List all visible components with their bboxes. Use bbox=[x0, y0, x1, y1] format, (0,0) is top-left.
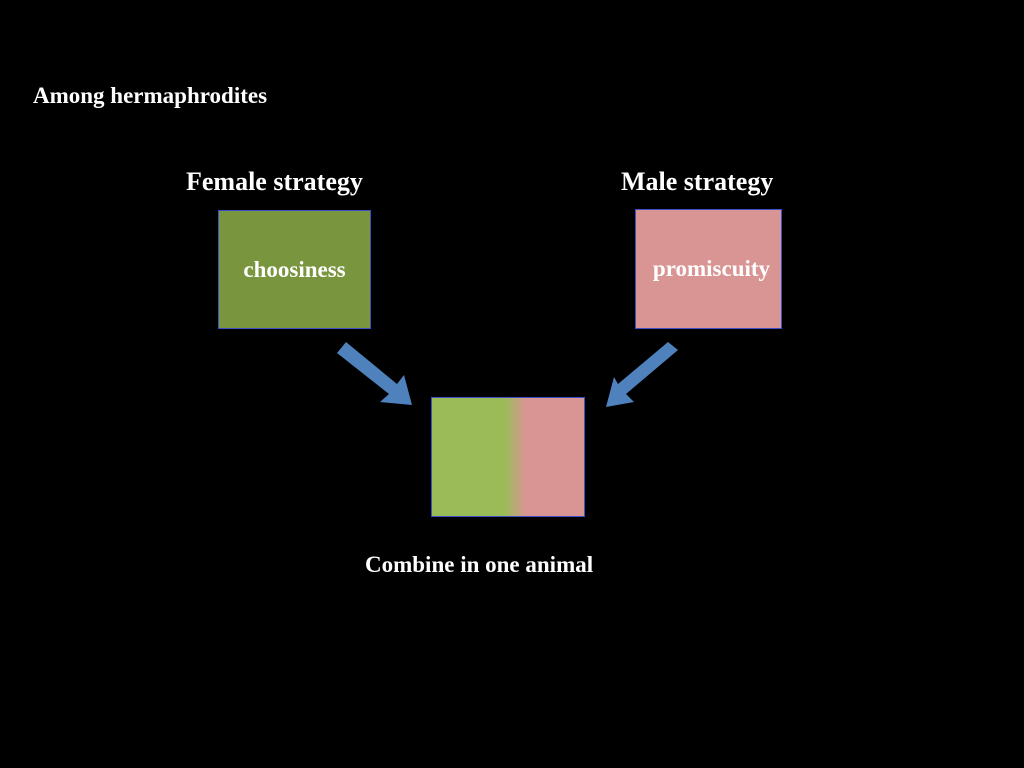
female-strategy-title: Female strategy bbox=[186, 167, 363, 196]
female-strategy-box: choosiness bbox=[218, 210, 371, 329]
male-strategy-title: Male strategy bbox=[621, 167, 774, 196]
slide-heading: Among hermaphrodites bbox=[33, 83, 268, 108]
right-arrow bbox=[606, 342, 678, 407]
combined-caption: Combine in one animal bbox=[365, 552, 594, 577]
combined-strategy-box bbox=[431, 397, 585, 517]
male-trait-label: promiscuity bbox=[652, 256, 771, 281]
male-strategy-box: promiscuity bbox=[635, 209, 782, 329]
left-arrow bbox=[337, 342, 412, 405]
female-trait-label: choosiness bbox=[243, 256, 346, 282]
